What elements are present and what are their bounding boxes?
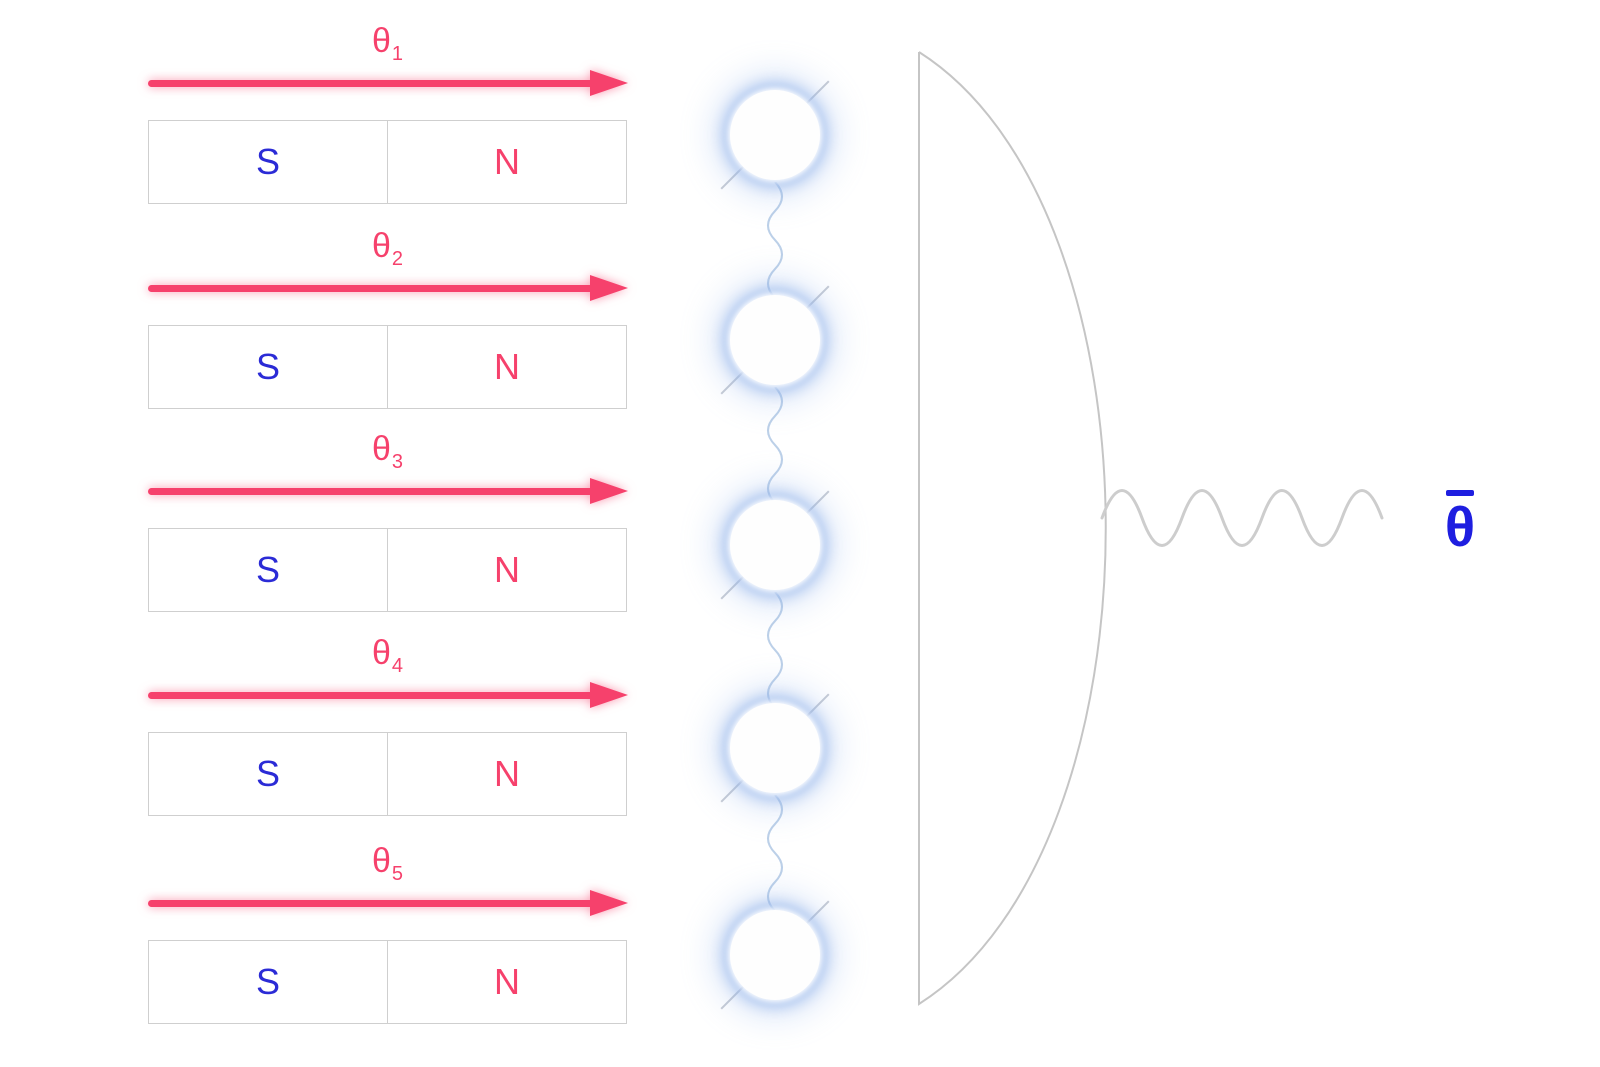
theta-subscript: 1 [391, 42, 405, 65]
collector-lens-shape [918, 51, 1107, 1006]
arrow-shaft [148, 80, 596, 87]
qubit-circle-icon [730, 910, 820, 1000]
south-pole-label: S [149, 733, 388, 815]
field-arrow-icon [148, 478, 628, 504]
north-pole-label: N [494, 141, 520, 182]
theta-subscript: 5 [391, 862, 405, 885]
field-arrow-icon [148, 275, 628, 301]
magnet-unit: θ2 S N [148, 227, 628, 419]
qubit-node [720, 693, 830, 803]
magnet-unit: θ5 S N [148, 842, 628, 1034]
arrow-head [590, 478, 628, 504]
spring-connector-icon [767, 795, 783, 911]
magnet-unit: θ4 S N [148, 634, 628, 826]
spring-connector-icon [767, 387, 783, 503]
macron-bar-icon [1446, 490, 1474, 496]
arrow-head [590, 275, 628, 301]
south-pole-label: S [149, 941, 388, 1023]
theta-symbol: θ [371, 634, 392, 672]
theta-subscript: 3 [391, 450, 405, 473]
magnet-unit: θ3 S N [148, 430, 628, 622]
theta-label: θ2 [148, 227, 628, 271]
north-pole-label: N [494, 753, 520, 794]
theta-subscript: 4 [391, 654, 405, 677]
spring-connector-icon [767, 592, 783, 708]
theta-subscript: 2 [391, 247, 405, 270]
arrow-head [590, 70, 628, 96]
arrow-shaft [148, 692, 596, 699]
arrow-head [590, 682, 628, 708]
average-theta-symbol: θ [1444, 495, 1476, 558]
theta-label: θ1 [148, 22, 628, 66]
magnet-bar: S N [148, 120, 627, 204]
arrow-shaft [148, 285, 596, 292]
theta-label: θ4 [148, 634, 628, 678]
magnet-bar: S N [148, 940, 627, 1024]
magnet-unit: θ1 S N [148, 22, 628, 214]
north-pole-label: N [494, 549, 520, 590]
arrow-head [590, 890, 628, 916]
south-pole-label: S [149, 326, 388, 408]
arrow-shaft [148, 900, 596, 907]
north-pole-label: N [494, 961, 520, 1002]
theta-label: θ3 [148, 430, 628, 474]
qubit-circle-icon [730, 500, 820, 590]
theta-symbol: θ [371, 227, 392, 265]
spring-connector-icon [767, 182, 783, 298]
magnet-bar: S N [148, 528, 627, 612]
magnet-bar: S N [148, 325, 627, 409]
theta-symbol: θ [371, 430, 392, 468]
average-theta-label: θ [1430, 490, 1490, 555]
qubit-node [720, 80, 830, 190]
qubit-circle-icon [730, 703, 820, 793]
theta-symbol: θ [371, 22, 392, 60]
magnet-bar: S N [148, 732, 627, 816]
qubit-circle-icon [730, 295, 820, 385]
north-pole-label: N [494, 346, 520, 387]
qubit-node [720, 285, 830, 395]
field-arrow-icon [148, 682, 628, 708]
output-wave-icon [1100, 489, 1384, 547]
theta-symbol: θ [371, 842, 392, 880]
south-pole-label: S [149, 529, 388, 611]
theta-label: θ5 [148, 842, 628, 886]
qubit-node [720, 900, 830, 1010]
qubit-node [720, 490, 830, 600]
qubit-circle-icon [730, 90, 820, 180]
field-arrow-icon [148, 890, 628, 916]
field-arrow-icon [148, 70, 628, 96]
south-pole-label: S [149, 121, 388, 203]
arrow-shaft [148, 488, 596, 495]
